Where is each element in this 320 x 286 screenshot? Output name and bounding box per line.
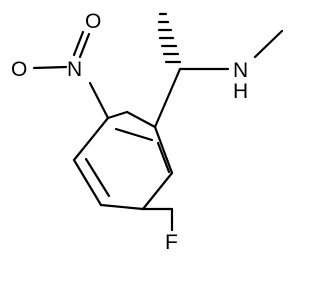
ring-bond-c3-c4 [141,171,174,211]
bond-nh-to-methyl [253,29,284,59]
bond-nitro-n-o-top-double [72,30,85,57]
atom-label-amine-n: N [233,59,248,82]
bond-nitro-n-o-left [32,65,68,70]
bond-ring-to-chiral-c [153,67,182,129]
bond-nitro-n-o-top [78,32,91,59]
hashed-wedge-bond [157,12,182,64]
atom-label-nitro-o-left: O [11,58,27,81]
atom-label-fluorine: F [165,231,178,254]
atom-label-nitro-o-top: O [85,10,101,33]
ring-bond-c6-c1 [72,116,110,162]
ring-double-bond-inner-a [156,141,171,174]
ring-bond-c4-c5 [99,203,145,211]
structure-canvas: F N H N O O [11,10,284,254]
ring-bond-c1-c2 [125,110,157,129]
ring-double-bond-inner-c [114,127,154,142]
bond-ring-to-nitro-n [88,81,110,120]
molecule-diagram: F N H N O O [11,10,284,254]
ring-bond-c1-c1b [106,110,129,120]
ring-bond-c2-c3 [153,125,174,175]
atom-label-nitro-n: N [67,58,82,81]
atom-label-amine-h: H [233,80,248,103]
ring-double-bond-inner-b [84,157,111,198]
benzene-ring [72,110,174,211]
ring-bond-c5-c6 [72,158,103,207]
